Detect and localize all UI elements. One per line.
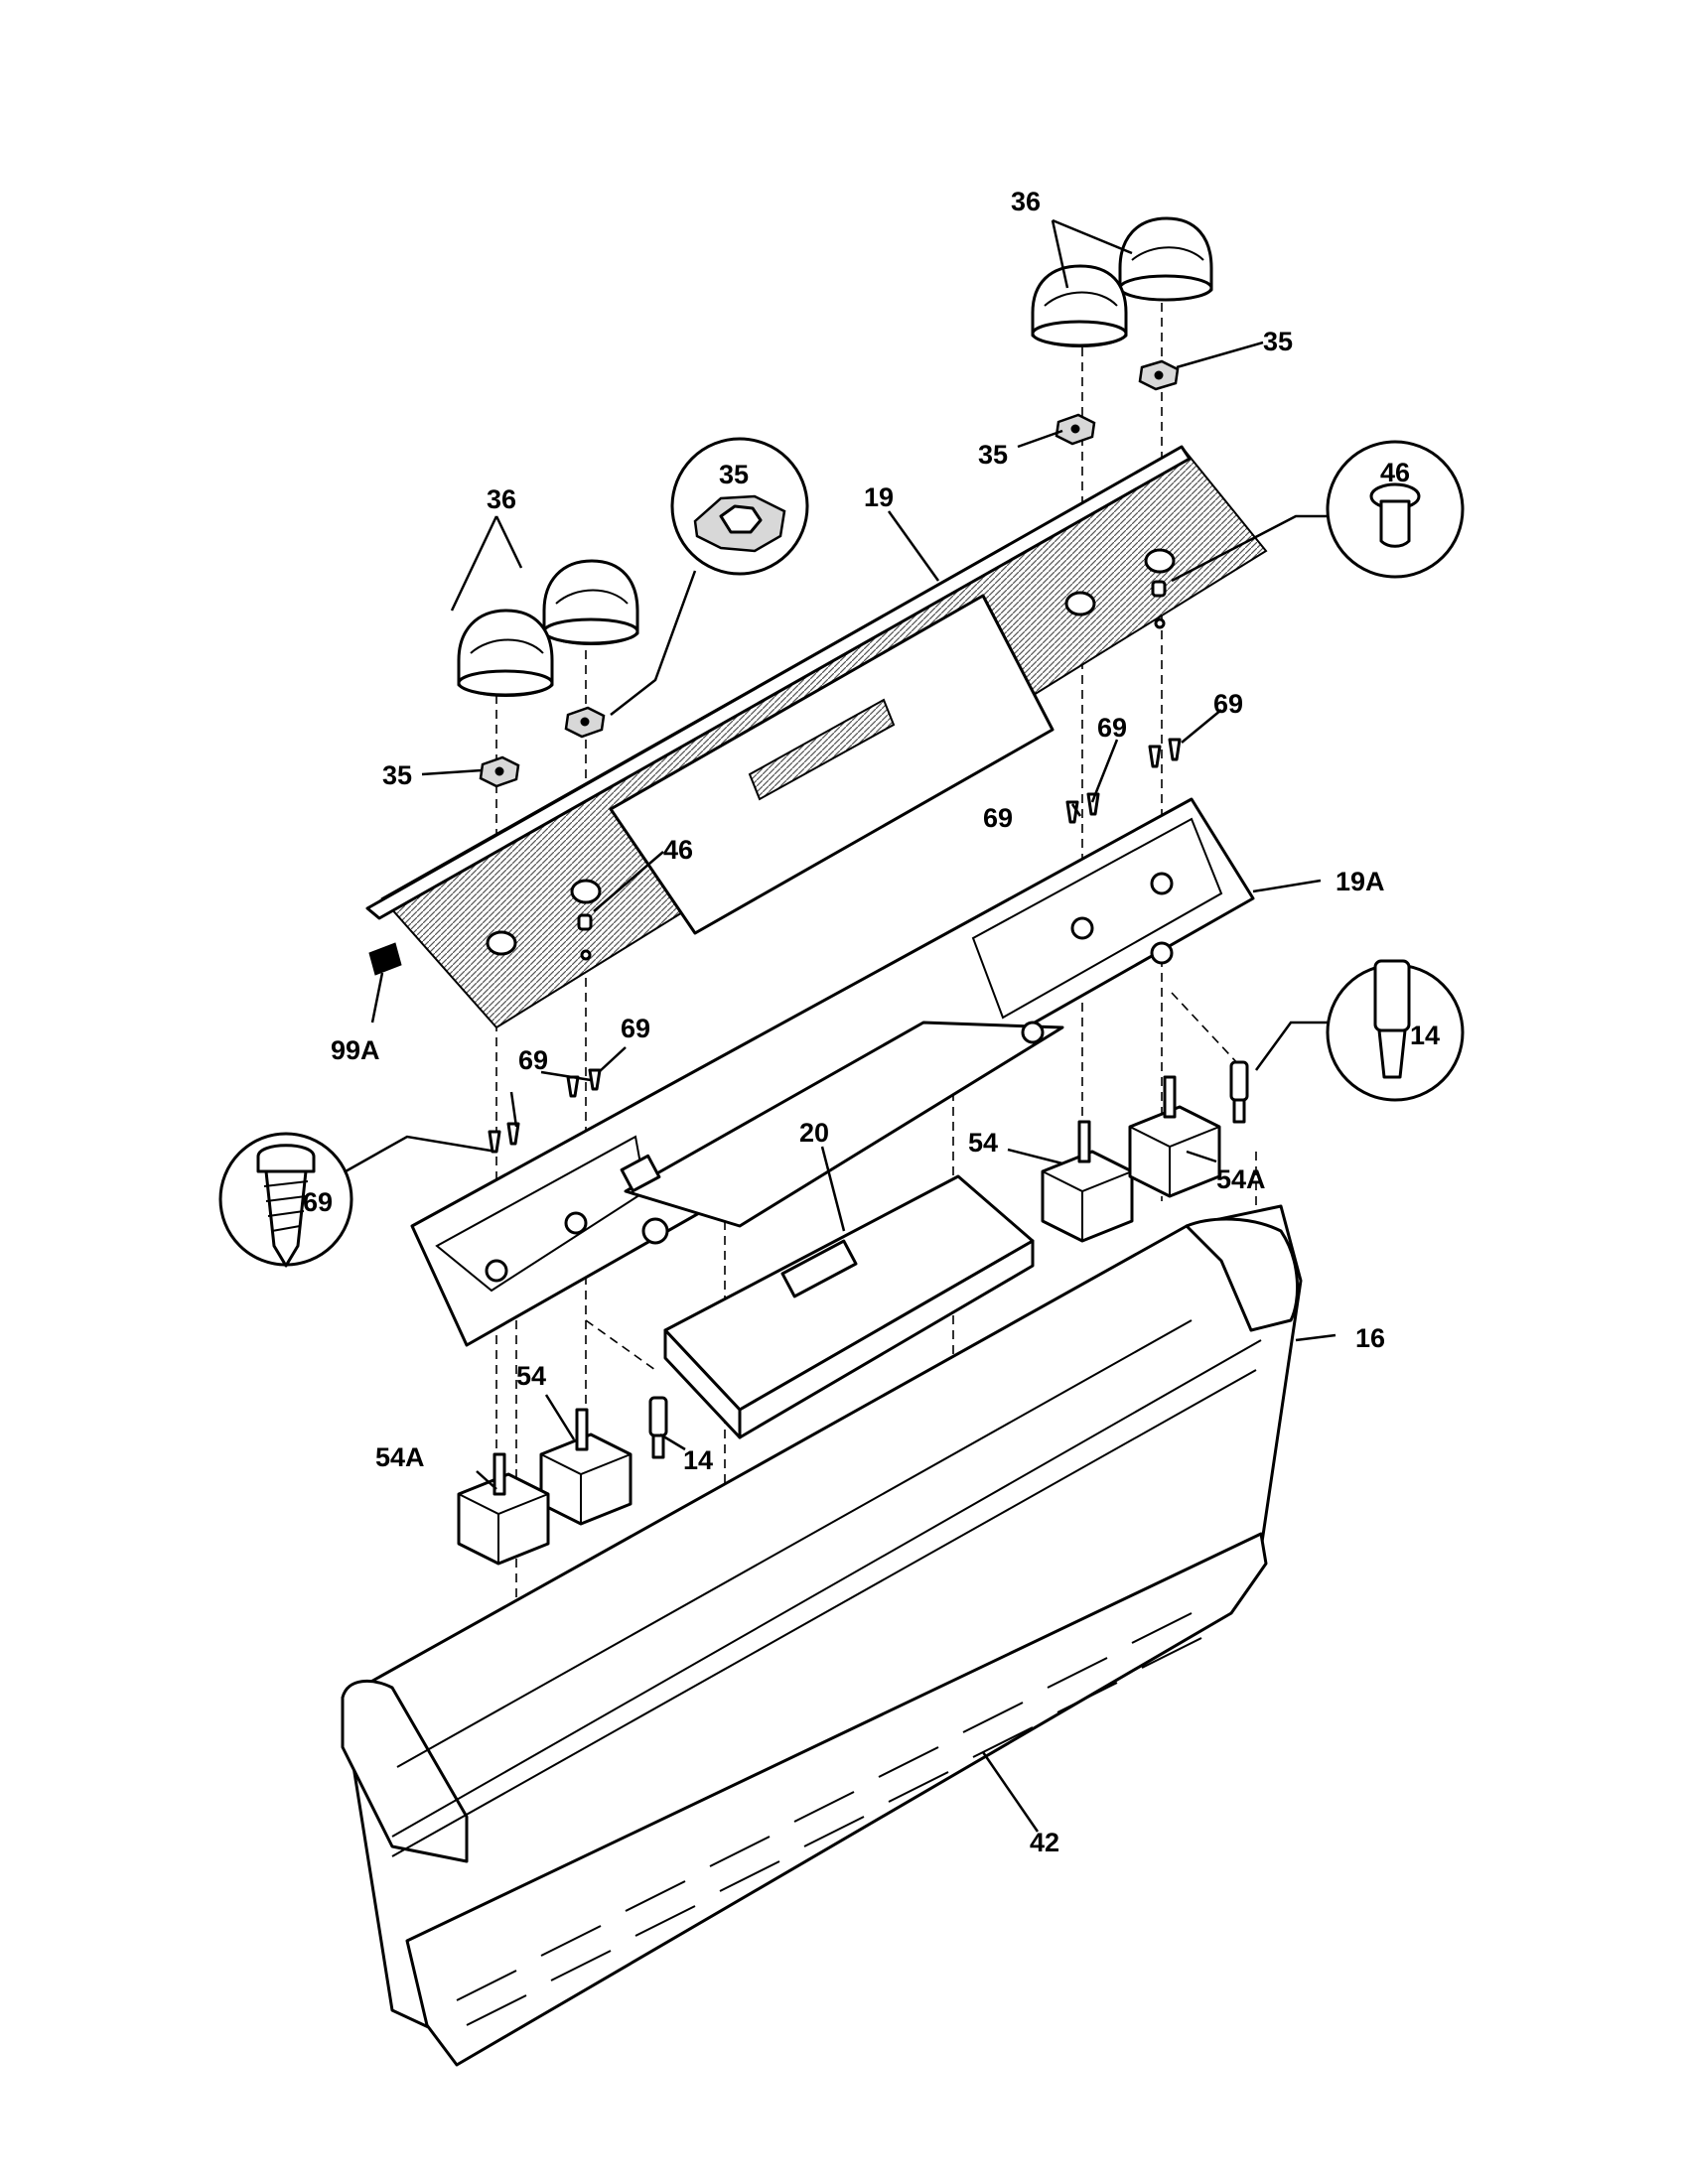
knob [1118, 216, 1213, 302]
screw [566, 1075, 580, 1098]
detail-circle-screw [218, 1132, 497, 1268]
label-strip-99a [368, 942, 402, 976]
callout-label: 19A [1336, 867, 1385, 896]
callout-label: 35 [719, 460, 749, 489]
backguard-16 [341, 1204, 1303, 2047]
switch-54-right [1041, 1120, 1134, 1243]
callout-label: 35 [382, 760, 412, 790]
detail-circle-nut [610, 437, 809, 716]
switch-54-left [539, 1408, 633, 1526]
knob-pair-right [1031, 216, 1213, 347]
lamp-14-right [1229, 1060, 1249, 1124]
callout-label: 54 [968, 1128, 998, 1158]
callout-label: 69 [1213, 689, 1243, 719]
knob-hole [570, 879, 602, 904]
callout-label: 46 [663, 835, 693, 865]
knob-hole [1064, 591, 1096, 616]
callout-label: 46 [1380, 458, 1410, 487]
callout-label: 19 [864, 482, 894, 512]
screw [488, 1130, 501, 1154]
bracket-19a [410, 797, 1255, 1347]
detail-circle-lens [1171, 440, 1465, 583]
callout-label: 42 [1030, 1828, 1059, 1857]
callout-label: 69 [518, 1045, 548, 1075]
callout-label: 16 [1355, 1323, 1385, 1353]
callout-label: 99A [331, 1035, 380, 1065]
callout-label: 69 [1097, 713, 1127, 743]
callout-label: 36 [1011, 187, 1041, 216]
vent-plate-42 [405, 1532, 1268, 2067]
callout-label: 14 [683, 1445, 713, 1475]
hex-nut [479, 755, 520, 788]
detail-circle-lamp [1254, 959, 1465, 1102]
screw [1168, 738, 1182, 761]
switch-54a-right [1128, 1075, 1221, 1198]
screw [1148, 745, 1162, 768]
callout-label: 14 [1410, 1021, 1440, 1050]
hex-nut [1055, 413, 1096, 446]
knob-hole [486, 930, 517, 956]
callout-label: 35 [978, 440, 1008, 470]
callout-label: 69 [983, 803, 1013, 833]
callout-label: 20 [799, 1118, 829, 1148]
hex-nut [1138, 359, 1180, 391]
vent-slots [456, 1612, 1202, 2026]
callouts: 36 35 35 36 35 19 46 35 69 69 69 46 19A … [303, 187, 1440, 1857]
callout-label: 54A [375, 1442, 425, 1472]
callout-label: 36 [487, 484, 516, 514]
callout-label: 35 [1263, 327, 1293, 356]
callout-label: 69 [303, 1187, 333, 1217]
knob-hole [1144, 548, 1176, 574]
electronic-control-20 [663, 1174, 1035, 1439]
knob-pair-left [457, 559, 639, 697]
callout-label: 54A [1216, 1164, 1266, 1194]
knob [1031, 264, 1128, 347]
knob [542, 559, 639, 645]
knob [457, 609, 554, 697]
screw [506, 1122, 520, 1146]
hex-nut [564, 706, 606, 739]
switch-54a-left [457, 1452, 550, 1566]
screw [588, 1068, 602, 1091]
control-panel-19 [365, 445, 1268, 1029]
lamp-14-left [648, 1396, 668, 1459]
callout-label: 54 [516, 1361, 546, 1391]
leader-lines [370, 218, 1336, 1833]
callout-label: 69 [621, 1014, 650, 1043]
